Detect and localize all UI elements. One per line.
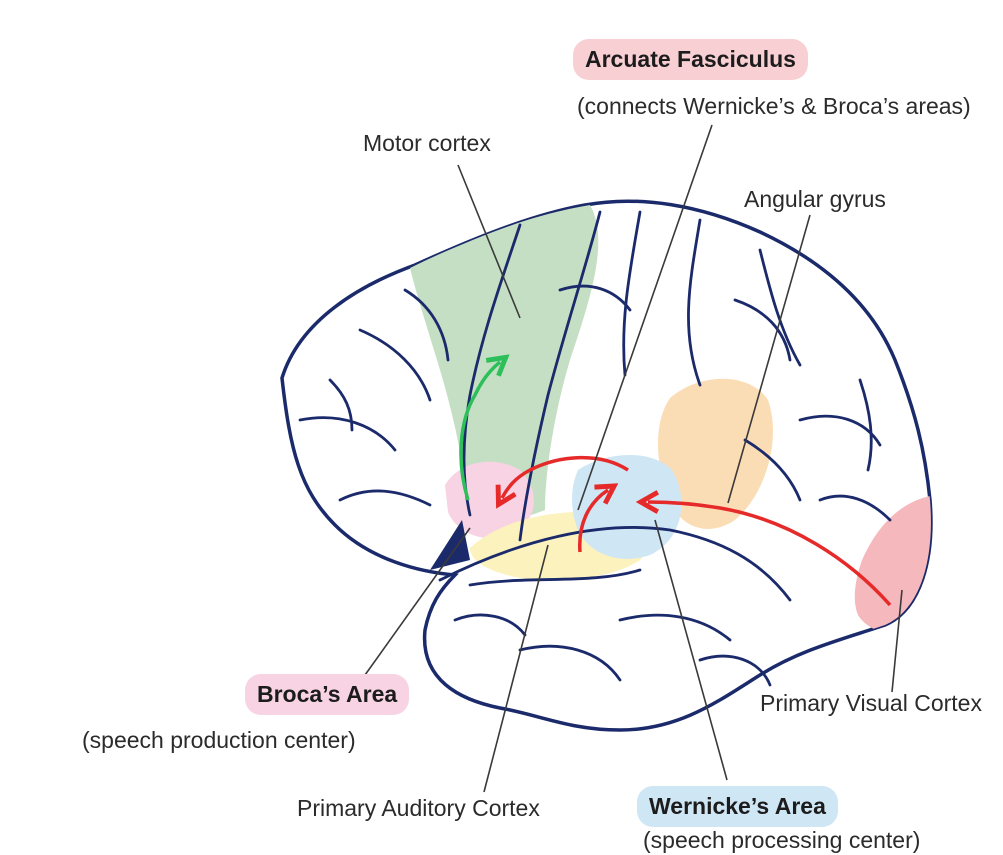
angular-gyrus-label: Angular gyrus [744, 186, 886, 213]
broca-area-title: Broca’s Area [245, 674, 409, 715]
arcuate-fasciculus-description: (connects Wernicke’s & Broca’s areas) [577, 93, 971, 120]
motor-cortex-label: Motor cortex [363, 130, 491, 157]
wernicke-area-title: Wernicke’s Area [637, 786, 838, 827]
broca-area-description: (speech production center) [82, 727, 356, 754]
wernicke-area-description: (speech processing center) [643, 827, 920, 854]
primary-visual-cortex-label: Primary Visual Cortex [760, 690, 982, 717]
arcuate-fasciculus-title: Arcuate Fasciculus [573, 39, 808, 80]
primary-auditory-cortex-label: Primary Auditory Cortex [297, 795, 540, 822]
